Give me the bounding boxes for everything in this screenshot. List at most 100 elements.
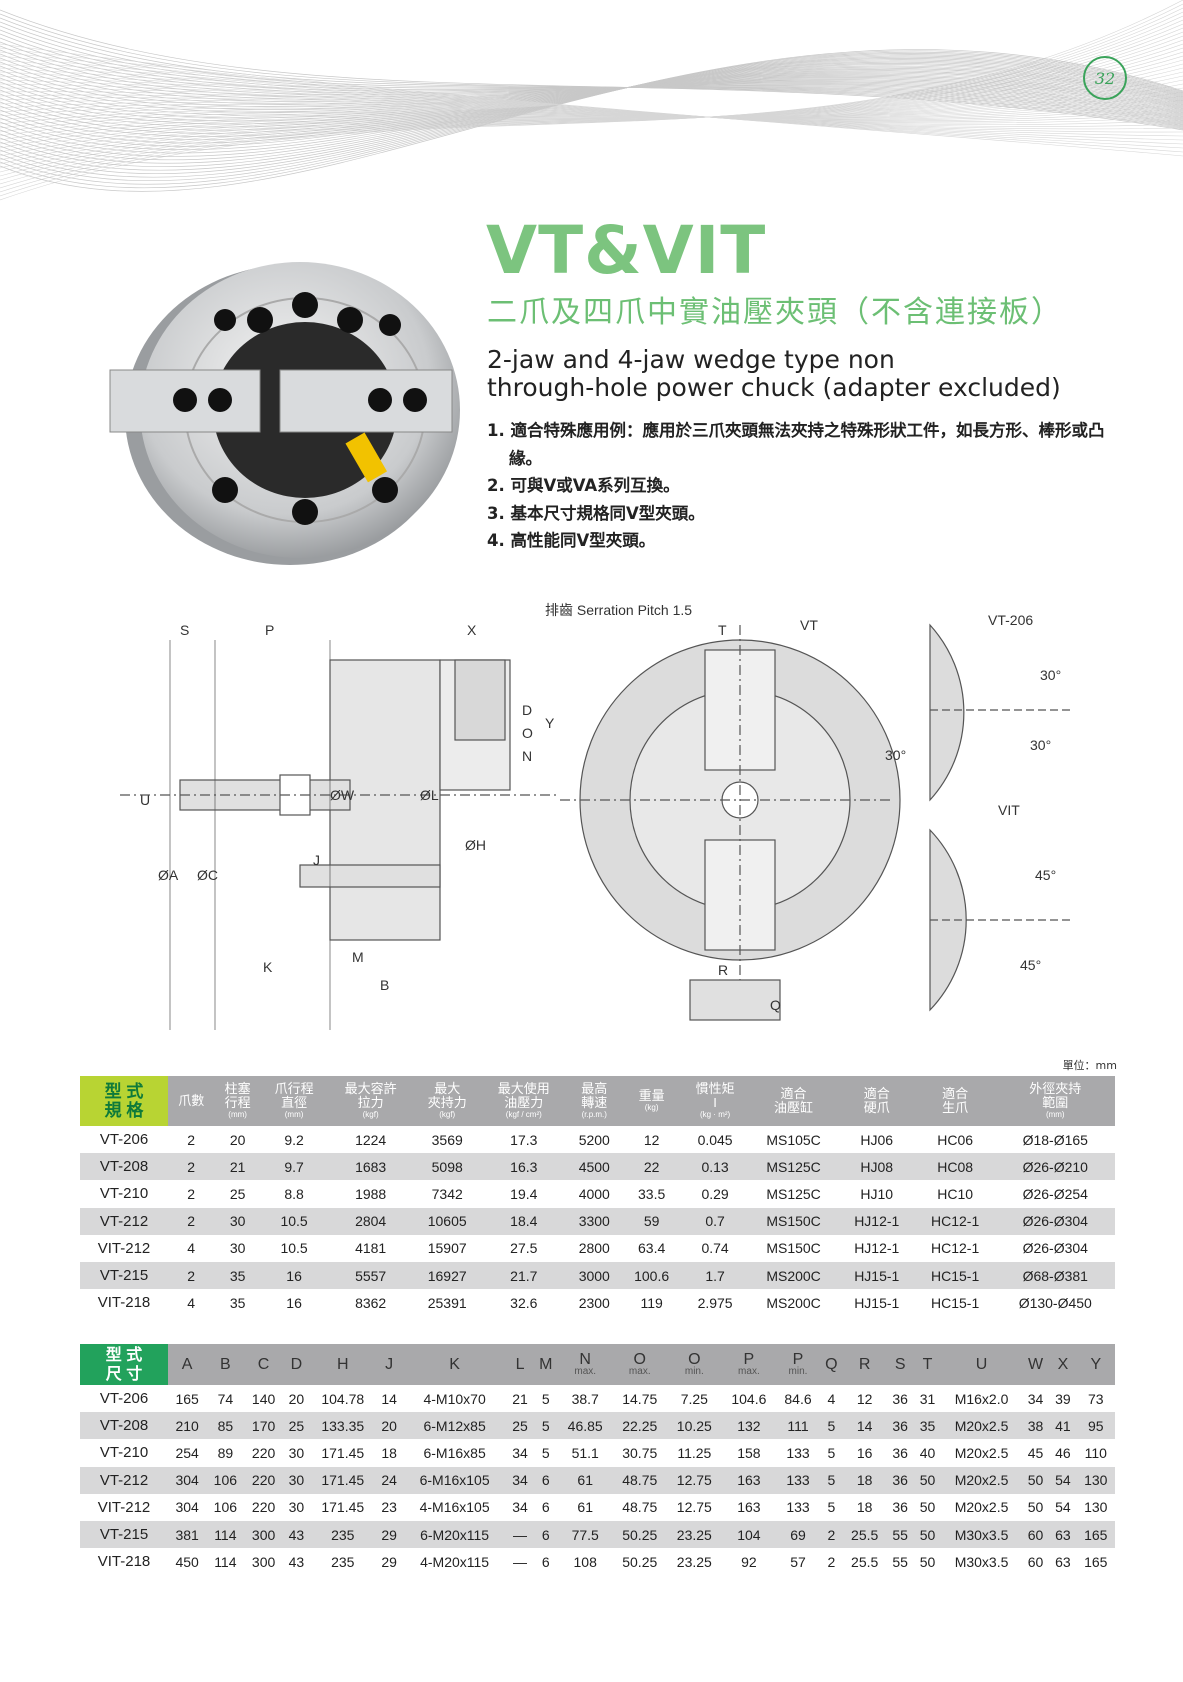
column-header-label: R <box>858 1355 871 1373</box>
table-cell: 108 <box>573 1553 597 1570</box>
column-header: S <box>886 1344 914 1385</box>
table-cell: 57 <box>790 1553 806 1570</box>
table-cell: HJ12-1 <box>854 1240 900 1257</box>
table-cell: — <box>506 1520 534 1549</box>
table-cell: 25 <box>506 1412 534 1440</box>
column-header-label: O <box>688 1350 701 1368</box>
front-view <box>560 625 901 1021</box>
chuck-product-photo <box>109 262 460 565</box>
corner-label: 型 式 <box>104 1082 144 1101</box>
table-cell: 11.25 <box>677 1444 712 1461</box>
table-cell: 2 <box>827 1553 836 1570</box>
column-header-label: S <box>894 1355 906 1373</box>
table-cell: 61 <box>557 1466 613 1494</box>
table-cell: 6 <box>533 1520 558 1549</box>
column-header-unit: (kgf) <box>439 1110 456 1119</box>
table-cell: 106 <box>206 1466 245 1494</box>
column-header-label: D <box>290 1355 303 1373</box>
dim-label: ØW <box>330 787 355 803</box>
table-cell: 300 <box>244 1520 283 1549</box>
table-cell: 6 <box>533 1466 558 1494</box>
table-cell: 16 <box>856 1444 873 1461</box>
table-cell: 114 <box>206 1520 245 1549</box>
table-cell: 36 <box>892 1499 908 1516</box>
column-header-label: 適合 <box>942 1086 969 1101</box>
table-cell: 60 <box>1027 1553 1044 1570</box>
decorative-wave-lines <box>0 0 1183 201</box>
table-cell: 12.75 <box>667 1466 722 1494</box>
table-cell: 6 <box>541 1553 550 1570</box>
column-header-label: K <box>449 1355 460 1373</box>
table-cell: 30 <box>229 1240 246 1257</box>
model-cell: VT-210 <box>99 1185 149 1203</box>
model-cell: VIT-218 <box>97 1294 151 1312</box>
column-header-unit: min. <box>788 1365 808 1377</box>
table-cell: 8362 <box>355 1294 387 1311</box>
table-cell: Ø130-Ø450 <box>1018 1294 1092 1311</box>
table-cell: 19.4 <box>510 1185 538 1202</box>
view-label: VIT <box>998 802 1020 818</box>
table-cell: 165 <box>1084 1553 1108 1570</box>
table-cell: 23 <box>381 1499 397 1516</box>
column-header-label: 最大使用 <box>497 1081 550 1096</box>
header-corner: 型 式尺 寸 <box>80 1344 168 1385</box>
model-cell: VT-208 <box>80 1412 168 1440</box>
header-corner: 型 式規 格 <box>80 1076 168 1126</box>
table-cell: Ø26-Ø254 <box>1022 1185 1088 1202</box>
table-cell: 12 <box>643 1131 660 1148</box>
dim-label: K <box>263 959 273 975</box>
table-cell: 6-M12x85 <box>402 1412 507 1440</box>
table-cell: 25391 <box>427 1294 467 1311</box>
dim-label: ØC <box>197 867 218 883</box>
angle-label: 30° <box>1030 737 1051 753</box>
column-header-label: 轉速 <box>581 1095 608 1110</box>
table-cell: 29 <box>381 1553 397 1570</box>
table-cell: 45 <box>1027 1444 1044 1461</box>
table-cell: HC15-1 <box>931 1294 980 1311</box>
column-header-label: 適合 <box>863 1086 890 1101</box>
column-header-unit: max. <box>738 1365 760 1377</box>
table-cell: 25 <box>282 1412 311 1440</box>
column-header-label: C <box>257 1355 270 1373</box>
dim-label: X <box>467 622 477 638</box>
table-cell: 114 <box>214 1553 237 1570</box>
dim-label: ØL <box>420 787 439 803</box>
column-header-label: 爪數 <box>178 1093 205 1108</box>
table-cell: HC06 <box>937 1131 974 1148</box>
table-cell: HJ06 <box>860 1131 894 1148</box>
table-cell: 32.6 <box>510 1294 538 1311</box>
table-cell: 7342 <box>431 1185 463 1202</box>
column-header-label: 最大容許 <box>344 1081 397 1096</box>
feature-list: 1. 適合特殊應用例：應用於三爪夾頭無法夾持之特殊形狀工件，如長方形、棒形或凸緣… <box>487 417 1107 555</box>
dim-label: J <box>313 852 320 868</box>
table-cell: 22.25 <box>612 1412 668 1440</box>
table-cell: 30 <box>282 1466 311 1494</box>
table-cell: 450 <box>175 1553 199 1570</box>
column-header: L <box>506 1344 534 1385</box>
table-cell: 63 <box>1055 1553 1071 1570</box>
table-cell: 158 <box>737 1444 761 1461</box>
table-cell: HC08 <box>914 1153 996 1181</box>
table-cell: M20x2.5 <box>954 1499 1009 1516</box>
table-cell: 171.45 <box>310 1466 376 1494</box>
column-header: 最大使用油壓力(kgf / cm²) <box>480 1076 568 1126</box>
table-cell: 23.25 <box>667 1520 722 1549</box>
dim-label: ØH <box>465 837 486 853</box>
column-header: W <box>1021 1344 1050 1385</box>
table-cell: 0.13 <box>681 1153 749 1181</box>
model-cell: VT-210 <box>99 1444 149 1462</box>
table-cell: 6-M16x85 <box>423 1444 486 1461</box>
column-header: 適合硬爪 <box>838 1076 915 1126</box>
dim-label: P <box>265 622 274 638</box>
column-header-label: 油壓缸 <box>774 1100 814 1115</box>
table-cell: 30 <box>288 1499 305 1516</box>
table-cell: HJ15-1 <box>838 1261 915 1290</box>
dim-label: Y <box>545 715 555 731</box>
